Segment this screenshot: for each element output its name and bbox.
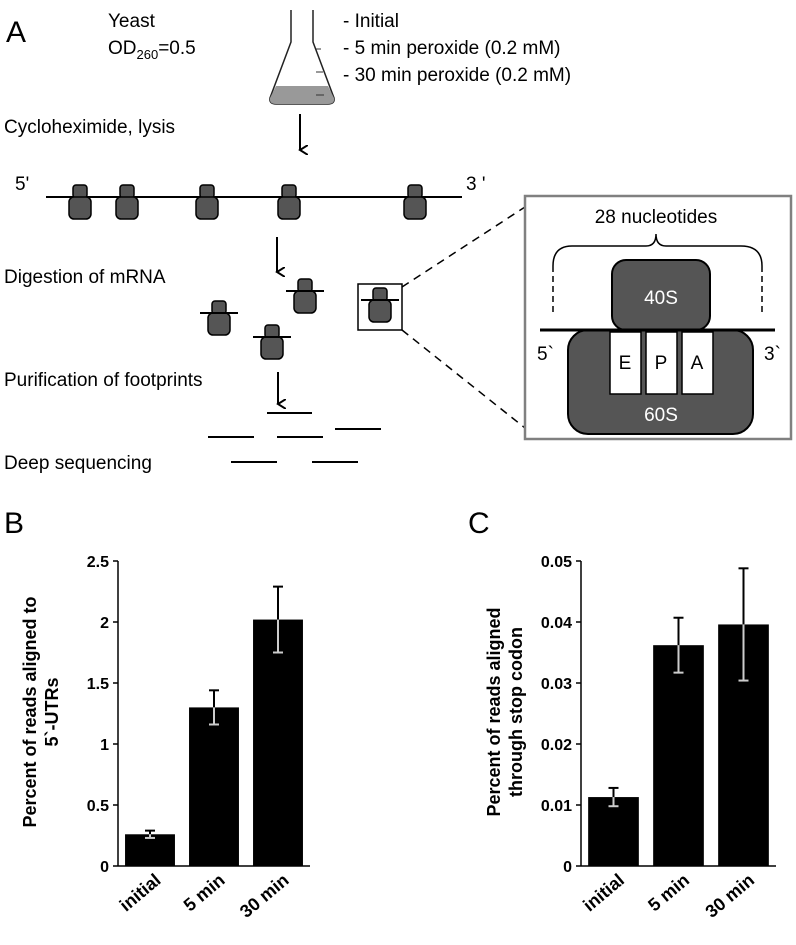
- zoom-box: [357, 283, 403, 331]
- y-tick-label: 2: [100, 615, 109, 632]
- ribosome-icon: [286, 278, 324, 314]
- y-tick-label: 0.05: [541, 554, 572, 571]
- error-bar: [273, 585, 283, 654]
- y-tick-label: 1: [100, 737, 109, 754]
- inset-5-prime-label: 5`: [537, 344, 554, 365]
- error-bar: [673, 616, 684, 674]
- p-site: [645, 331, 678, 395]
- od-subscript: 260: [137, 47, 159, 62]
- ribosome-icon: [195, 184, 219, 220]
- p-site-label: P: [655, 353, 668, 374]
- y-tick-label: 0.5: [87, 798, 109, 815]
- ribosome-icon: [115, 184, 139, 220]
- step-purification: Purification of footprints: [4, 370, 203, 391]
- zoom-line: [401, 206, 526, 288]
- bar: [189, 707, 239, 866]
- y-tick-label: 1.5: [87, 676, 109, 693]
- a-site: [681, 331, 714, 395]
- zoom-line: [401, 329, 526, 429]
- small-subunit-label: 40S: [644, 288, 678, 309]
- error-bar: [608, 786, 619, 808]
- e-site-label: E: [619, 353, 632, 374]
- x-tick-label: 30 min: [702, 870, 759, 922]
- bar: [125, 834, 175, 866]
- od-value: =0.5: [158, 38, 196, 59]
- ribosome-icon: [277, 184, 301, 220]
- condition-item: - 5 min peroxide (0.2 mM): [343, 38, 561, 59]
- panel-label-a: A: [6, 16, 26, 49]
- step-digestion: Digestion of mRNA: [4, 267, 166, 288]
- condition-list: - Initial - 5 min peroxide (0.2 mM) - 30…: [343, 11, 571, 86]
- error-bar: [145, 829, 155, 839]
- y-tick-label: 2.5: [87, 554, 109, 571]
- x-tick-label: 30 min: [236, 870, 293, 922]
- mrna-3-prime-label: 3 ': [466, 174, 485, 195]
- od-prefix: OD: [108, 38, 137, 59]
- bar: [588, 797, 639, 866]
- ribosome-icon: [200, 300, 238, 336]
- footprint-reads: [208, 412, 381, 463]
- od-label: OD260=0.5: [108, 38, 196, 62]
- inset-3-prime-label: 3`: [764, 344, 781, 365]
- bar: [253, 619, 303, 866]
- x-tick-label: 5 min: [644, 870, 693, 916]
- ribosome-icon: [253, 324, 291, 360]
- x-tick-label: 5 min: [180, 870, 229, 916]
- y-tick-label: 0.04: [541, 615, 572, 632]
- span-label: 28 nucleotides: [595, 207, 718, 228]
- y-tick-label: 0: [563, 859, 572, 876]
- ribosome-icon: [361, 287, 399, 323]
- panel-label-b: B: [4, 507, 24, 540]
- mrna-5-prime-label: 5': [15, 174, 29, 195]
- condition-item: - 30 min peroxide (0.2 mM): [343, 65, 571, 86]
- span-brace: [552, 233, 763, 267]
- ribosome-icon: [403, 184, 427, 220]
- e-site: [609, 331, 642, 395]
- x-tick-label: initial: [579, 870, 628, 916]
- x-tick-label: initial: [116, 870, 165, 916]
- y-tick-label: 0.01: [541, 798, 572, 815]
- y-tick-label: 0.03: [541, 676, 572, 693]
- step-cycloheximide: Cycloheximide, lysis: [4, 117, 175, 138]
- flask-icon: [269, 10, 335, 105]
- y-tick-label: 0.02: [541, 737, 572, 754]
- ribosome-inset: 28 nucleotides E P A 40S 60S 5` 3`: [523, 194, 793, 441]
- panel-label-c: C: [468, 507, 490, 540]
- y-tick-label: 0: [100, 859, 109, 876]
- large-subunit-label: 60S: [644, 405, 678, 426]
- condition-item: - Initial: [343, 11, 399, 32]
- error-bar: [209, 689, 219, 726]
- error-bar: [738, 567, 749, 682]
- organism-label: Yeast: [108, 11, 156, 32]
- bar: [653, 645, 704, 866]
- ribosome-icon: [68, 184, 92, 220]
- step-sequencing: Deep sequencing: [4, 453, 152, 474]
- a-site-label: A: [691, 353, 704, 374]
